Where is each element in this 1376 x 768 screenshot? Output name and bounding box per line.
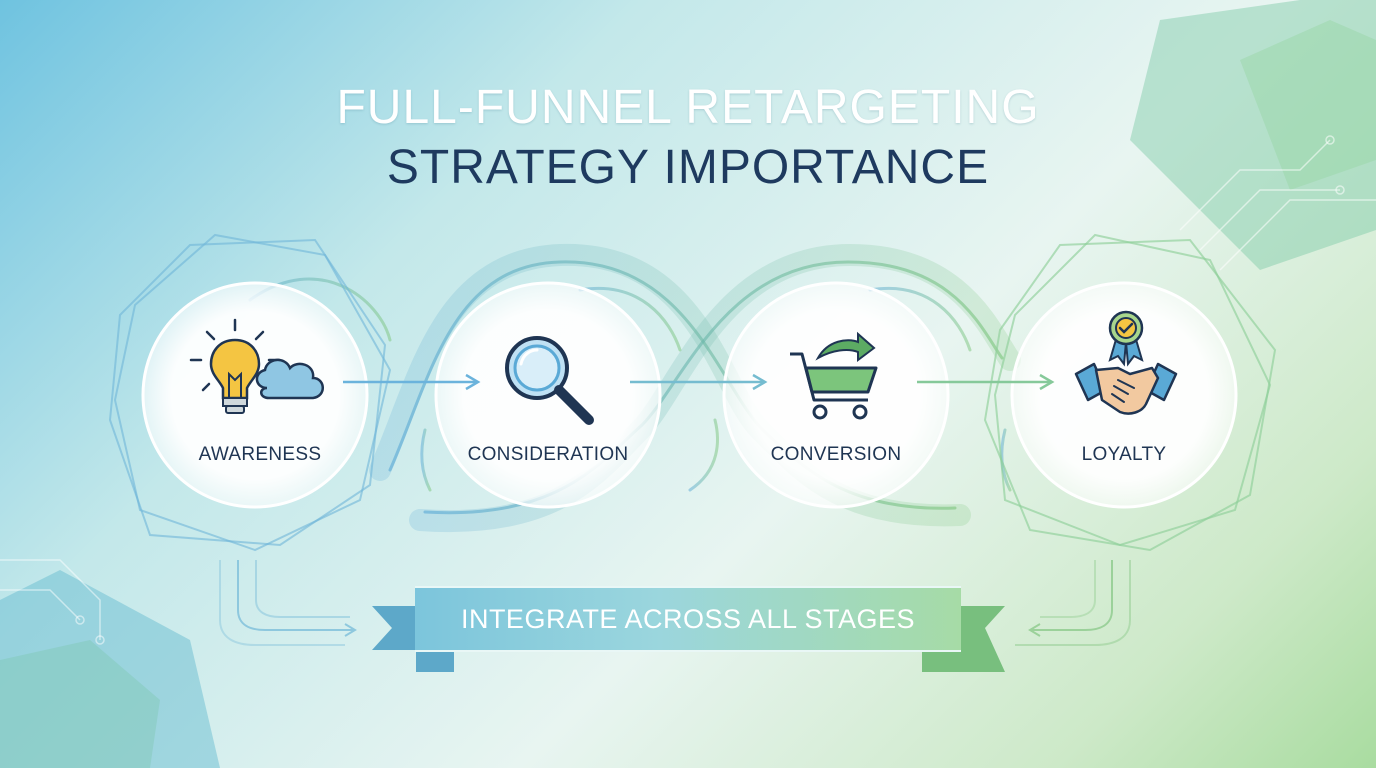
banner-tail-left [372,606,454,672]
banner-guide-arrows-right [1015,560,1131,646]
stage-arrows [343,373,1055,391]
hexagon-outlines-left [108,233,392,552]
corner-shape-top-right [1130,0,1376,270]
stage-label-conversion: CONVERSION [770,444,902,465]
title-line-1: FULL-FUNNEL RETARGETING [336,81,1040,134]
integrate-banner: INTEGRATE ACROSS ALL STAGES [415,586,961,652]
hexagon-outlines-right [983,233,1277,552]
corner-shape-top-right-inner [1240,20,1376,190]
lightbulb-cloud-icon [189,318,324,414]
stage-circle-awareness [141,281,369,509]
banner-tail-right [922,606,1005,672]
banner-text: INTEGRATE ACROSS ALL STAGES [460,603,916,634]
corner-shape-bottom-left [0,570,220,768]
shopping-cart-icon [790,331,878,420]
circuit-lines-right [1179,135,1376,271]
stage-label-loyalty: LOYALTY [1081,444,1167,465]
circuit-lines-left [0,559,105,645]
magnifier-icon [505,336,594,425]
stage-circle-conversion [722,281,950,509]
corner-shape-bottom-left-inner [0,640,160,768]
handshake-award-icon [1074,310,1178,415]
title-line-2: STRATEGY IMPORTANCE [386,141,990,194]
stage-label-awareness: AWARENESS [198,444,322,465]
banner-guide-arrows-left [219,560,357,646]
stage-label-consideration: CONSIDERATION [467,444,629,465]
